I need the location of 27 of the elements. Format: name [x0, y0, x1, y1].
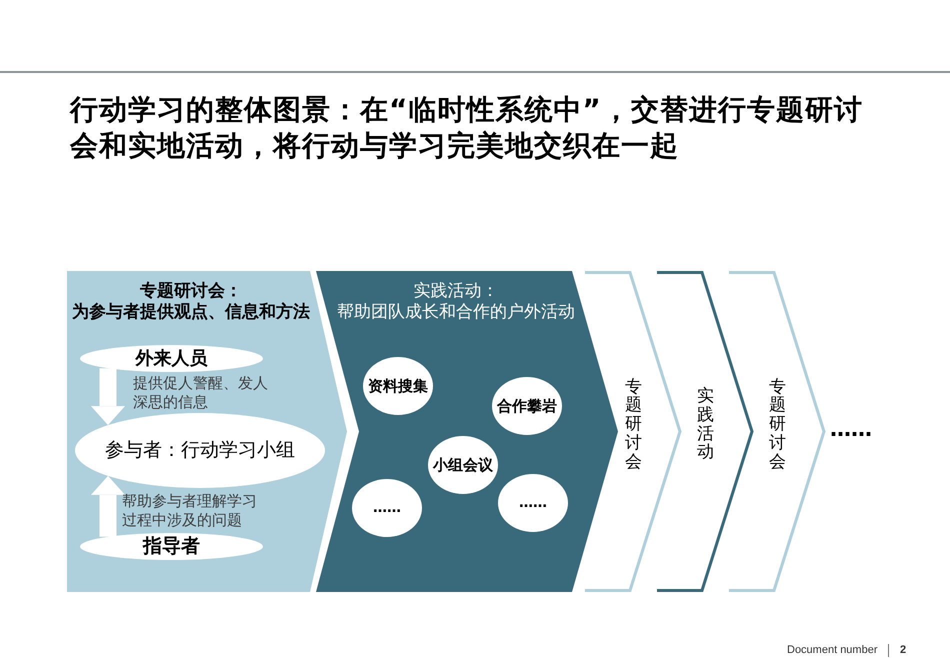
node-label: 外来人员 [136, 348, 208, 370]
node-label: 参与者：行动学习小组 [105, 439, 295, 462]
node-label: 指导者 [143, 535, 200, 558]
footer-text: Document number [787, 644, 878, 657]
page-number: 2 [900, 644, 906, 657]
panel-title: 实践活动： [414, 281, 498, 302]
chevron-outline [585, 271, 682, 592]
node-label: 资料搜集 [368, 377, 428, 395]
chevron-outline [657, 271, 754, 592]
chevron-panel [316, 271, 618, 592]
node-label: …… [519, 494, 547, 512]
panel-title: 专题研讨会： [140, 281, 242, 302]
chevron-label: 专题研讨会 [769, 378, 786, 472]
panel-subtitle: 帮助团队成长和合作的户外活动 [337, 302, 575, 323]
node-label: 小组会议 [433, 456, 493, 474]
continuation-dots: …… [830, 416, 872, 442]
block-arrow [91, 476, 125, 537]
edge-label: 提供促人警醒、发人深思的信息 [133, 374, 269, 412]
panel-subtitle: 为参与者提供观点、信息和方法 [72, 302, 310, 323]
edge-label: 帮助参与者理解学习过程中涉及的问题 [122, 492, 258, 530]
block-arrow [91, 368, 125, 426]
node-label: 合作攀岩 [497, 397, 557, 415]
chevron-label: 专题研讨会 [625, 378, 642, 472]
chevron-outline [729, 271, 826, 592]
node-label: …… [373, 500, 401, 516]
slide-title: 行动学习的整体图景：在“临时性系统中”，交替进行专题研讨会和实地活动，将行动与学习完美地交织在一起 [70, 92, 864, 164]
chevron-label: 实践活动 [697, 387, 714, 462]
